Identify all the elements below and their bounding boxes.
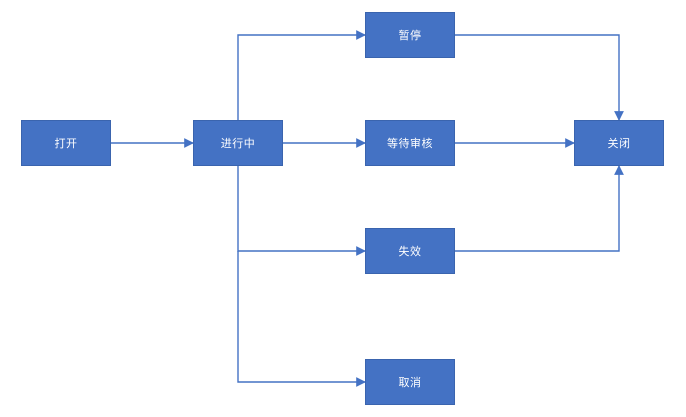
node-pending-review-label: 等待审核 <box>387 137 433 150</box>
edge-in-progress-to-invalid <box>237 166 366 256</box>
node-in-progress-label: 进行中 <box>220 137 256 150</box>
node-invalid: 失效 <box>365 228 455 274</box>
node-open-label: 打开 <box>54 137 78 150</box>
node-open: 打开 <box>21 120 111 166</box>
node-close: 关闭 <box>574 120 664 166</box>
node-pause-label: 暂停 <box>398 29 422 42</box>
node-pause: 暂停 <box>365 12 455 58</box>
node-cancel-label: 取消 <box>398 376 422 389</box>
node-close-label: 关闭 <box>607 137 631 150</box>
edge-in-progress-to-pause <box>237 30 366 120</box>
node-pending-review: 等待审核 <box>365 120 455 166</box>
edge-in-progress-to-cancel <box>237 251 366 387</box>
node-in-progress: 进行中 <box>193 120 283 166</box>
edge-pause-to-close <box>455 34 624 121</box>
node-cancel: 取消 <box>365 359 455 405</box>
node-invalid-label: 失效 <box>398 245 422 258</box>
edge-invalid-to-close <box>455 165 624 252</box>
